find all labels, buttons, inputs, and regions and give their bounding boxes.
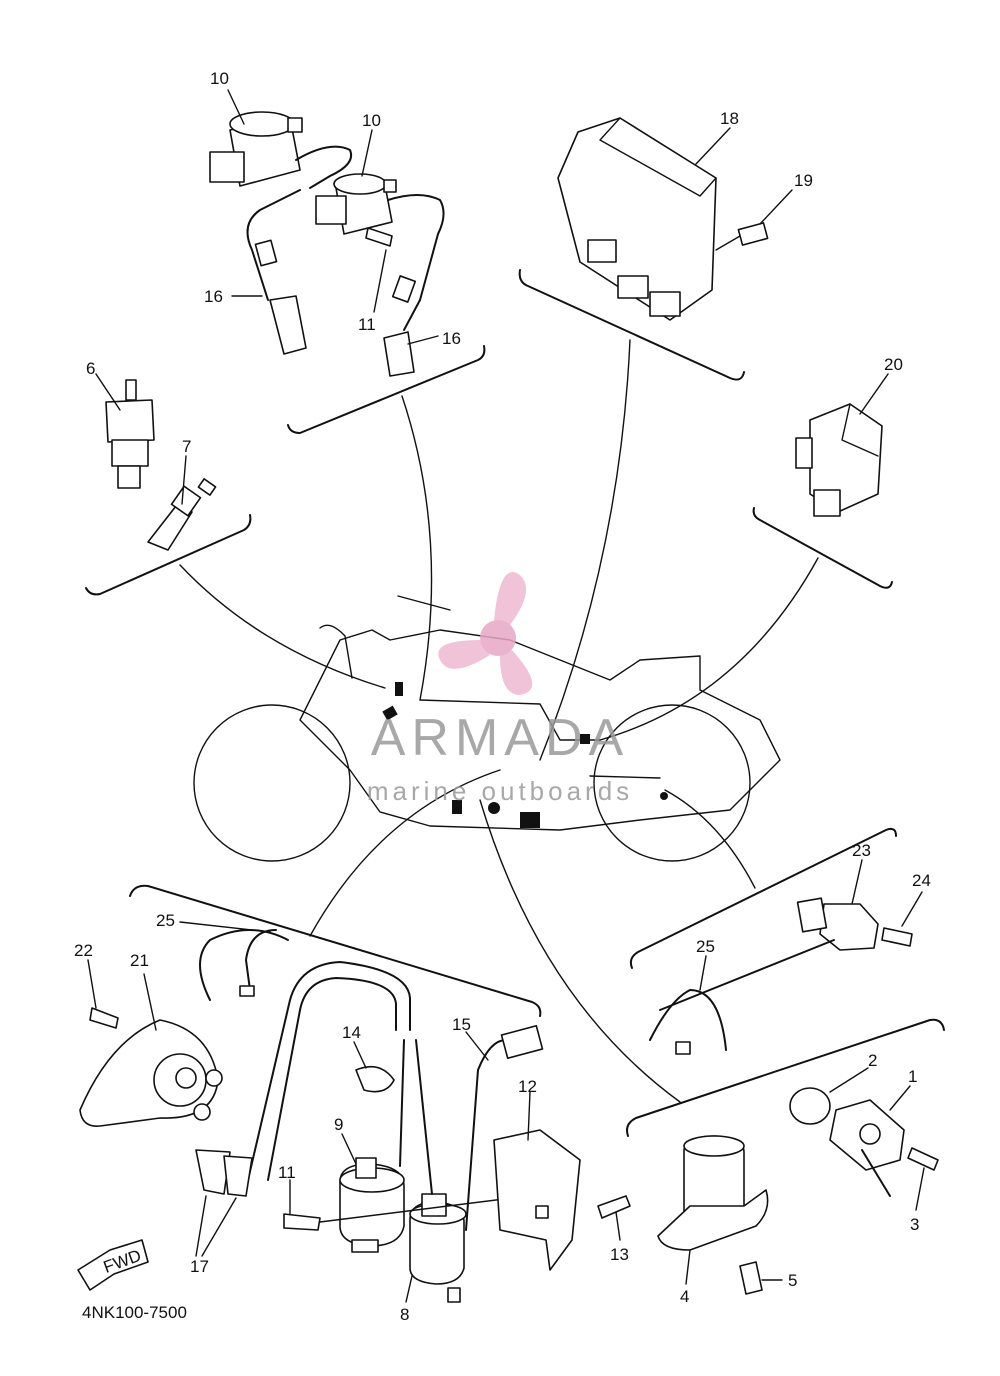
horn-21 <box>79 1019 223 1127</box>
watermark-brand: ARMADA <box>371 709 629 767</box>
callout-24: 24 <box>912 871 931 890</box>
sensor-1 <box>829 1099 905 1197</box>
callout-13: 13 <box>610 1245 629 1264</box>
callout-16: 16 <box>204 287 223 306</box>
callout-6: 6 <box>86 359 95 378</box>
callout-12: 12 <box>518 1077 537 1096</box>
callout-21: 21 <box>130 951 149 970</box>
temp-sender-6 <box>105 379 155 489</box>
motorcycle-outline <box>193 595 781 862</box>
ignition-coil-10b <box>315 173 445 301</box>
callout-3: 3 <box>910 1215 919 1234</box>
coil-8 <box>409 1039 467 1303</box>
callout-10: 10 <box>210 69 229 88</box>
group-brackets <box>85 269 945 1137</box>
callout-7: 7 <box>182 437 191 456</box>
relay-20 <box>795 403 883 517</box>
sensor-23 <box>659 897 879 1011</box>
plug-lead-16b <box>383 275 421 377</box>
fwd-label: FWD <box>101 1246 144 1277</box>
plug-lead-16a <box>246 189 307 355</box>
callout-18: 18 <box>720 109 739 128</box>
bolt-22 <box>89 1007 119 1029</box>
ecu-18 <box>557 117 717 321</box>
callout-22: 22 <box>74 941 93 960</box>
bracket-12 <box>493 1129 581 1271</box>
callout-10: 10 <box>362 111 381 130</box>
wire-25b <box>649 989 727 1055</box>
diagram-code: 4NK100-7500 <box>82 1303 187 1322</box>
bolt-24 <box>881 927 913 947</box>
callout-15: 15 <box>452 1015 471 1034</box>
callout-11: 11 <box>358 315 376 334</box>
callout-11: 11 <box>278 1163 296 1182</box>
bolt-11a <box>365 227 393 247</box>
screw-3 <box>907 1147 939 1171</box>
callout-14: 14 <box>342 1023 361 1042</box>
bolt-5 <box>739 1261 763 1295</box>
callout-19: 19 <box>794 171 813 190</box>
callout-17: 17 <box>190 1257 209 1276</box>
ignition-coil-10a <box>209 111 352 189</box>
callout-8: 8 <box>400 1305 409 1324</box>
watermark: ARMADA marine outboards <box>367 572 633 806</box>
coil-9 <box>339 1039 405 1253</box>
sender-7 <box>147 478 217 551</box>
screw-19 <box>715 222 769 251</box>
callout-labels: 10 10 16 11 16 6 7 18 19 20 22 21 25 14 … <box>74 69 931 1324</box>
propeller-logo <box>438 572 533 695</box>
callout-4: 4 <box>680 1287 689 1306</box>
callout-25: 25 <box>156 911 175 930</box>
lead-15 <box>465 1024 544 1231</box>
callout-leaders <box>87 89 925 1303</box>
watermark-tagline: marine outboards <box>367 776 633 806</box>
callout-9: 9 <box>334 1115 343 1134</box>
callout-23: 23 <box>852 841 871 860</box>
wire-25a <box>199 929 289 1001</box>
callout-20: 20 <box>884 355 903 374</box>
callout-1: 1 <box>908 1067 917 1086</box>
forward-arrow: FWD <box>77 1239 149 1291</box>
callout-2: 2 <box>868 1051 877 1070</box>
starter-motor-4 <box>657 1135 769 1251</box>
leader-arcs <box>179 339 819 1103</box>
bolt-13 <box>597 1195 631 1219</box>
o-ring-2 <box>789 1087 831 1125</box>
plug-leads-17 <box>195 961 411 1197</box>
callout-16: 16 <box>442 329 461 348</box>
callout-25: 25 <box>696 937 715 956</box>
callout-5: 5 <box>788 1271 797 1290</box>
clamp-14 <box>355 1065 395 1093</box>
